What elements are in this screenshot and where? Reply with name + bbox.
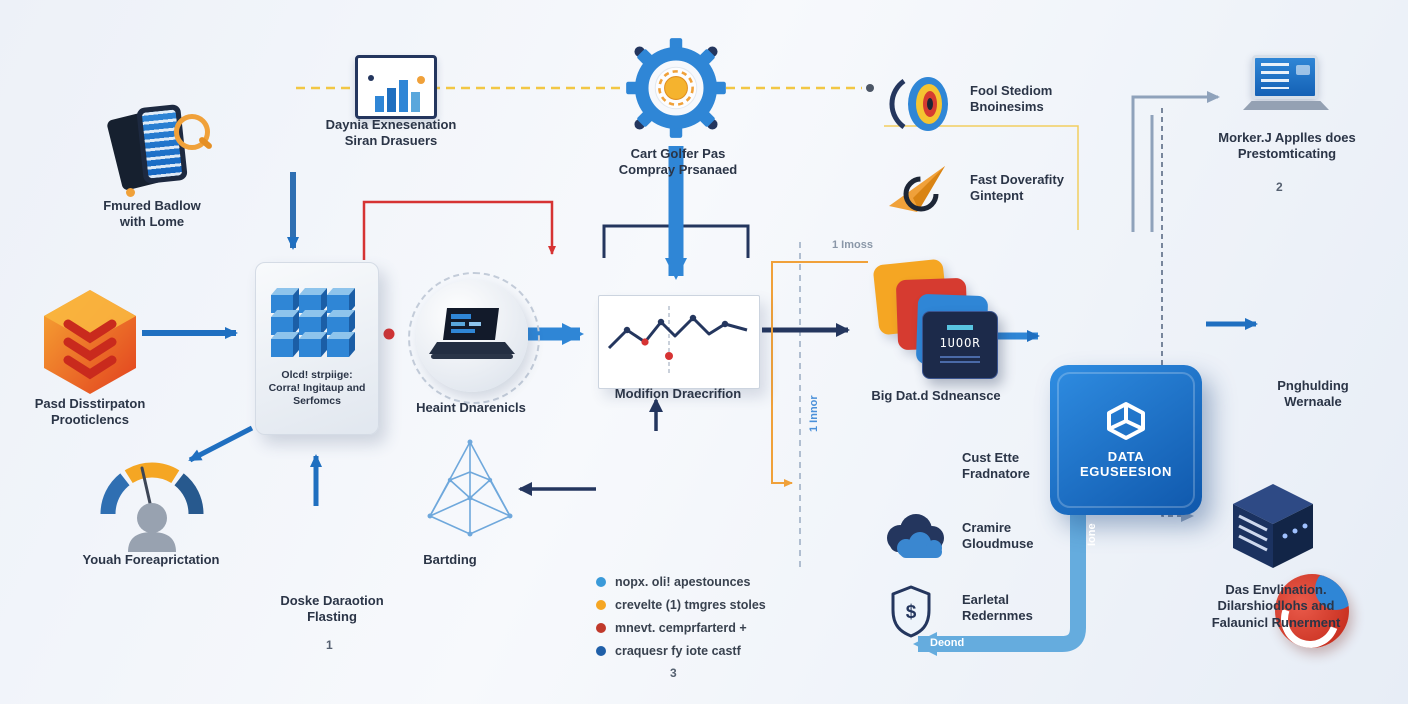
legend-text: craquesr fy iote castf (615, 644, 741, 658)
phone-magnifier-icon (100, 103, 214, 200)
data-box-title: DATA EGUSEESION (1080, 449, 1172, 479)
laptop-graphic (429, 308, 515, 359)
orange-elbow-connector (771, 261, 868, 487)
cube-cluster-icon (271, 288, 355, 357)
legend-text: crevelte (1) tmgres stoles (615, 598, 766, 612)
laptop-graphic (1243, 55, 1329, 115)
red-elbow-connector (362, 200, 556, 260)
server-graphic (1233, 484, 1313, 568)
number-3: 3 (670, 666, 677, 680)
shield-graphic: $ (891, 585, 931, 638)
legend-row: craquesr fy iote castf (596, 644, 766, 658)
pyramid-label: Bartding (423, 552, 477, 567)
hexagon-graphic (44, 290, 136, 394)
shield-icon: $ (888, 584, 934, 645)
arrow-data-to-laptop-top (1131, 91, 1220, 232)
laptop-circle-label: Heaint Dnarenicls (416, 400, 526, 415)
gear-icon (622, 34, 730, 147)
line-chart-graphic (607, 306, 748, 376)
legend-dot-navy (596, 646, 606, 656)
megaphone-icon (885, 160, 951, 223)
pie-label: Cust Ette Fradnatore (962, 450, 1030, 482)
shield-label: Earletal Redernmes (962, 592, 1033, 624)
legend-dot-orange (596, 600, 606, 610)
globe-blue-cap (1315, 574, 1349, 610)
laptop-disc (416, 280, 528, 392)
model-card (598, 295, 760, 389)
number-2: 2 (1276, 180, 1283, 194)
phone-label: Fmured Badlow with Lome (103, 198, 201, 230)
gauge-graphic (100, 462, 204, 552)
yellow-line-end-dot (866, 84, 874, 92)
laptop-top-right-icon (1243, 55, 1329, 115)
legend-dot-red (596, 623, 606, 633)
cloud-label: Cramire Gloudmuse (962, 520, 1034, 552)
audio-label: Fool Stediom Bnoinesims (970, 83, 1053, 115)
pyramid-icon (418, 436, 522, 553)
model-card-label: Modifion Draecrifion (614, 386, 742, 401)
badge-lines (940, 356, 980, 365)
chart-frame-label: Daynia Exnesenation Siran Drasuers (325, 117, 457, 149)
globe-icon (1275, 574, 1349, 648)
dashed-ring (408, 272, 540, 404)
server-label: Das Envlination. Dilarshiodlohs and Fala… (1211, 582, 1341, 630)
orange-dot (126, 188, 135, 197)
data-ingestion-box: DATA EGUSEESION (1050, 365, 1202, 515)
annotation-innor: 1 Innor (808, 395, 820, 432)
audio-icon (888, 72, 960, 141)
gear-label: Cart Golfer Pas Compray Prsanaed (618, 146, 738, 178)
yellow-thin-to-data (884, 125, 1079, 230)
annotation-imoss: 1 Imoss (832, 239, 873, 251)
big-data-label: Big Dat.d Sdneansce (871, 388, 1001, 403)
storage-box: Olcd! strpiige: Corra! Ingitaup and Serf… (255, 262, 379, 435)
pipe-data-to-shield (913, 386, 1086, 656)
code-badge: 1UOOR (922, 311, 998, 379)
phone-search-icon (100, 103, 214, 200)
globe-label: Pnghulding Wernaale (1277, 378, 1349, 410)
annotation-ione: Ione (1086, 523, 1098, 546)
data-cube-logo (1107, 402, 1145, 440)
bar-chart-bars (368, 75, 425, 112)
gauge-label: Youah Foreaprictation (82, 552, 220, 567)
megaphone-graphic (889, 166, 945, 212)
red-port-dot (383, 328, 395, 340)
laptop-circle-icon (408, 272, 540, 404)
audio-graphic (889, 77, 948, 131)
annotation-deond: Deond (930, 637, 965, 649)
laptop-screen (1252, 55, 1318, 99)
magnifier-icon (174, 114, 210, 150)
legend-text: nopx. oli! apestounces (615, 575, 751, 589)
legend: nopx. oli! apestounces crevelte (1) tmgr… (596, 575, 766, 658)
chart-frame-icon (355, 55, 437, 119)
phone-screen (141, 109, 183, 179)
bar-chart-frame (355, 55, 437, 119)
legend-row: crevelte (1) tmgres stoles (596, 598, 766, 612)
server-icon (1225, 478, 1321, 579)
arrow-storage-to-gauge (188, 425, 254, 463)
shield-glyph: $ (906, 602, 917, 623)
legend-row: nopx. oli! apestounces (596, 575, 766, 589)
dashed-right-loop (1161, 108, 1194, 522)
legend-row: mnevt. cemprfarterd + (596, 621, 766, 635)
megaphone-label: Fast Doverafity Gintepnt (970, 172, 1064, 204)
number-1: 1 (326, 638, 333, 652)
cloud-icon (878, 512, 954, 569)
cloud-graphic (887, 514, 944, 558)
gauge-icon (92, 450, 212, 557)
gear-graphic (626, 38, 726, 138)
laptop-base (1243, 101, 1329, 110)
badge-bar (947, 325, 973, 330)
legend-text: mnevt. cemprfarterd + (615, 621, 747, 635)
hexagon-label: Pasd Disstirpaton Prooticlencs (34, 396, 146, 428)
storage-box-label: Olcd! strpiige: Corra! Ingitaup and Serf… (268, 369, 366, 408)
laptop-top-right-label: Morker.J Applles does Prestomticating (1218, 130, 1356, 162)
presentation-label: Doske Daraotion Flasting (280, 593, 384, 625)
legend-dot-blue (596, 577, 606, 587)
pyramid-wireframe (427, 439, 513, 537)
hexagon-icon (38, 286, 142, 396)
badge-text: 1UOOR (939, 336, 981, 350)
